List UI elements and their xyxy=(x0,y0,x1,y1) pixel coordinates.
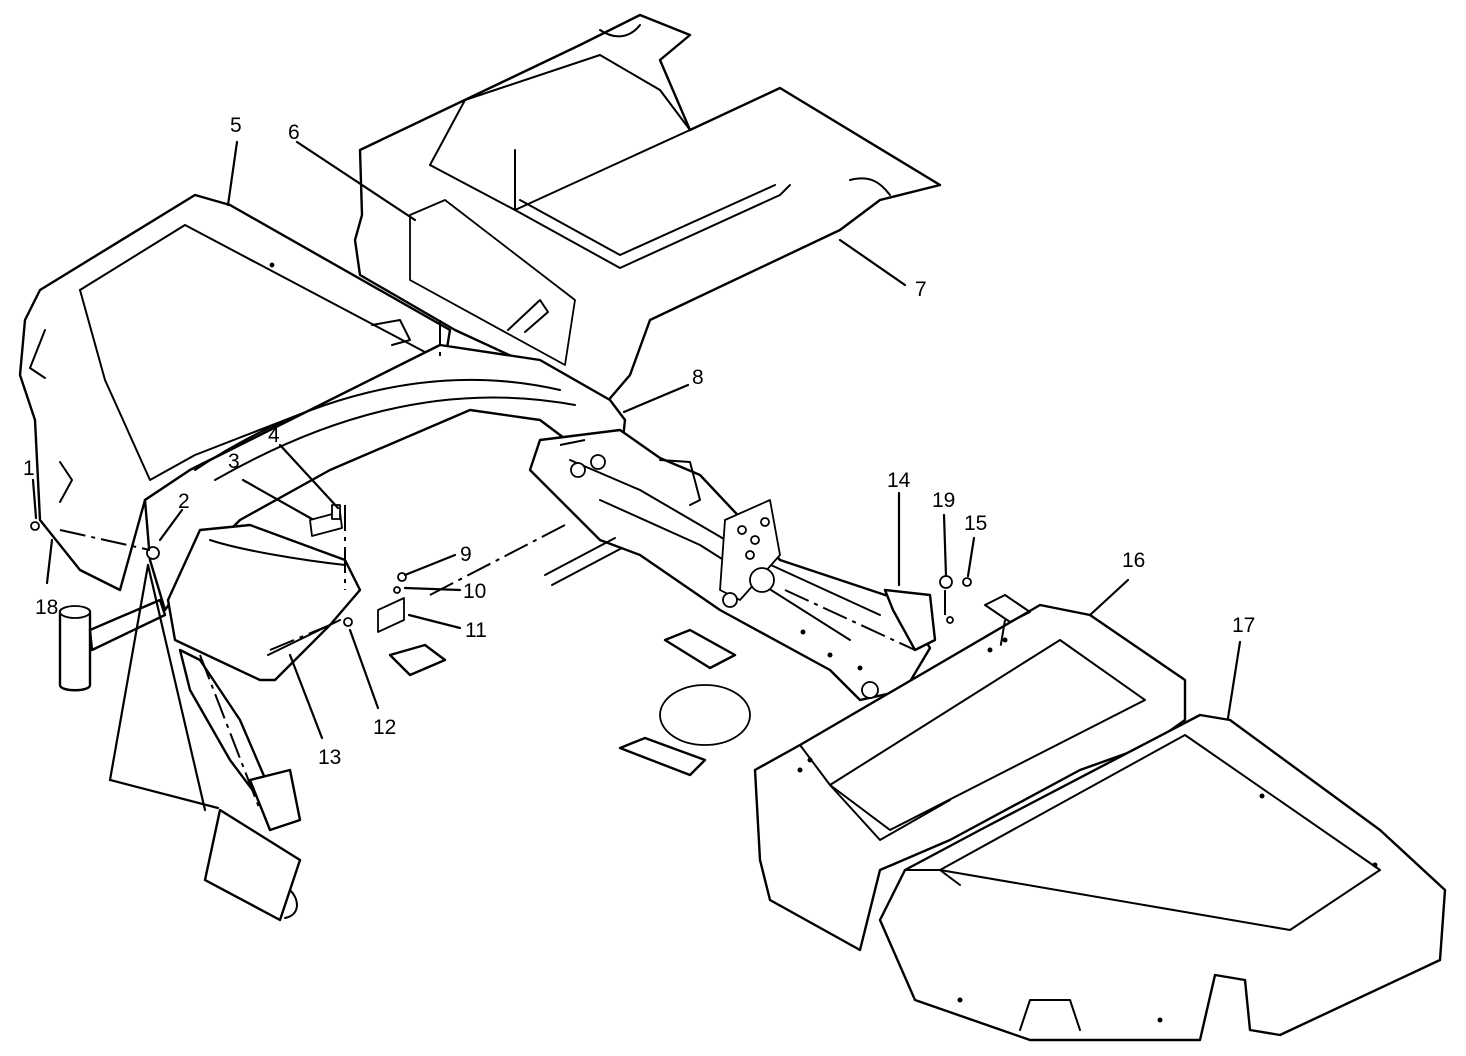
part-16-right-fender xyxy=(753,594,1187,952)
callouts: 1 2 3 4 5 6 7 8 9 10 11 12 13 14 15 16 1… xyxy=(23,114,1255,769)
callout-12: 12 xyxy=(373,716,396,739)
center-brackets xyxy=(388,588,937,777)
frame-rail xyxy=(528,428,932,702)
callout-17: 17 xyxy=(1232,614,1255,637)
callout-13: 13 xyxy=(318,746,341,769)
callout-5: 5 xyxy=(230,114,242,137)
callout-6: 6 xyxy=(288,121,300,144)
assembly-lines xyxy=(59,320,1006,811)
callout-8: 8 xyxy=(692,366,704,389)
callout-4: 4 xyxy=(268,424,280,447)
callout-3: 3 xyxy=(228,450,240,473)
callout-19: 19 xyxy=(932,489,955,512)
callout-9: 9 xyxy=(460,543,472,566)
callout-1: 1 xyxy=(23,457,35,480)
callout-16: 16 xyxy=(1122,549,1145,572)
callout-15: 15 xyxy=(964,512,987,535)
callout-18: 18 xyxy=(35,596,58,619)
leader-lines xyxy=(31,140,1242,812)
callout-14: 14 xyxy=(887,469,911,492)
callout-2: 2 xyxy=(178,490,190,513)
callout-10: 10 xyxy=(463,580,486,603)
steering-column xyxy=(58,598,302,922)
part-17-right-panel xyxy=(878,713,1447,1042)
callout-7: 7 xyxy=(915,278,927,301)
part-2-support-panel xyxy=(166,511,362,682)
callout-11: 11 xyxy=(465,619,487,642)
part-7-rear-hood xyxy=(353,13,942,412)
